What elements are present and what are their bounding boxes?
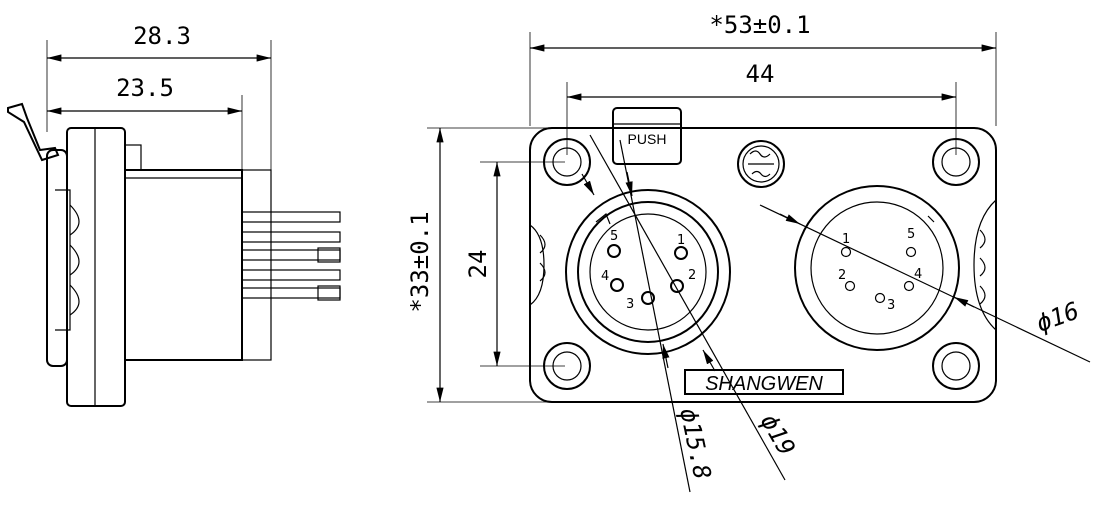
dim-24-label: 24 — [464, 250, 492, 279]
dim-33-label: *33±0.1 — [406, 211, 434, 312]
male-pin-1 — [840, 246, 852, 258]
push-label: PUSH — [628, 131, 667, 147]
male-pin-label-3: 3 — [887, 298, 895, 313]
female-connector: 5 1 4 2 3 — [565, 189, 731, 355]
female-pin-label-4: 4 — [601, 269, 609, 284]
female-pin-label-1: 1 — [677, 233, 685, 248]
male-pin-2 — [844, 280, 856, 292]
dia-19-label: ϕ19 — [755, 409, 801, 461]
dia-19-leader — [589, 134, 786, 481]
female-pin-1 — [674, 246, 688, 260]
front-flange — [46, 149, 68, 367]
female-pin-label-2: 2 — [688, 268, 696, 283]
mount-hole-tl — [543, 138, 591, 186]
dia-15-8-leader — [619, 139, 691, 493]
dia-16-leader — [759, 204, 1091, 363]
mount-hole-tr — [932, 138, 980, 186]
brand-label: SHANGWEN — [705, 373, 823, 395]
dim-28-3-label: 28.3 — [133, 22, 191, 50]
female-pin-3 — [641, 291, 655, 305]
male-pin-label-2: 2 — [838, 268, 846, 283]
male-pin-4 — [903, 280, 915, 292]
dia-16-label: ϕ16 — [1032, 296, 1082, 337]
brand-label-plate: SHANGWEN — [684, 369, 844, 395]
side-view: 28.3 23.5 — [7, 22, 341, 407]
dim-23-5-label: 23.5 — [116, 74, 174, 102]
mount-hole-br — [932, 342, 980, 390]
male-pin-label-5: 5 — [907, 227, 915, 242]
female-pin-5 — [607, 244, 621, 258]
mount-plate — [66, 127, 126, 407]
male-pin-label-1: 1 — [842, 232, 850, 247]
male-pin-label-4: 4 — [914, 267, 922, 282]
brand-logo-icon — [737, 140, 785, 188]
dim-53-label: *53±0.1 — [709, 11, 810, 39]
mount-hole-bl — [543, 342, 591, 390]
solder-pins — [241, 211, 341, 301]
latch-tab — [7, 102, 60, 162]
female-pin-2 — [670, 279, 684, 293]
male-pin-3 — [874, 292, 886, 304]
female-pin-label-3: 3 — [626, 297, 634, 312]
front-view: *53±0.1 44 *33±0.1 24 — [406, 11, 1091, 493]
connector-body — [124, 169, 243, 361]
dim-44-label: 44 — [746, 60, 775, 88]
mounting-plate — [529, 127, 997, 403]
female-pin-4 — [610, 278, 624, 292]
push-latch: PUSH — [612, 107, 682, 165]
male-connector: 1 5 2 4 3 — [794, 185, 960, 351]
male-pin-5 — [905, 246, 917, 258]
female-pin-label-5: 5 — [610, 229, 618, 244]
